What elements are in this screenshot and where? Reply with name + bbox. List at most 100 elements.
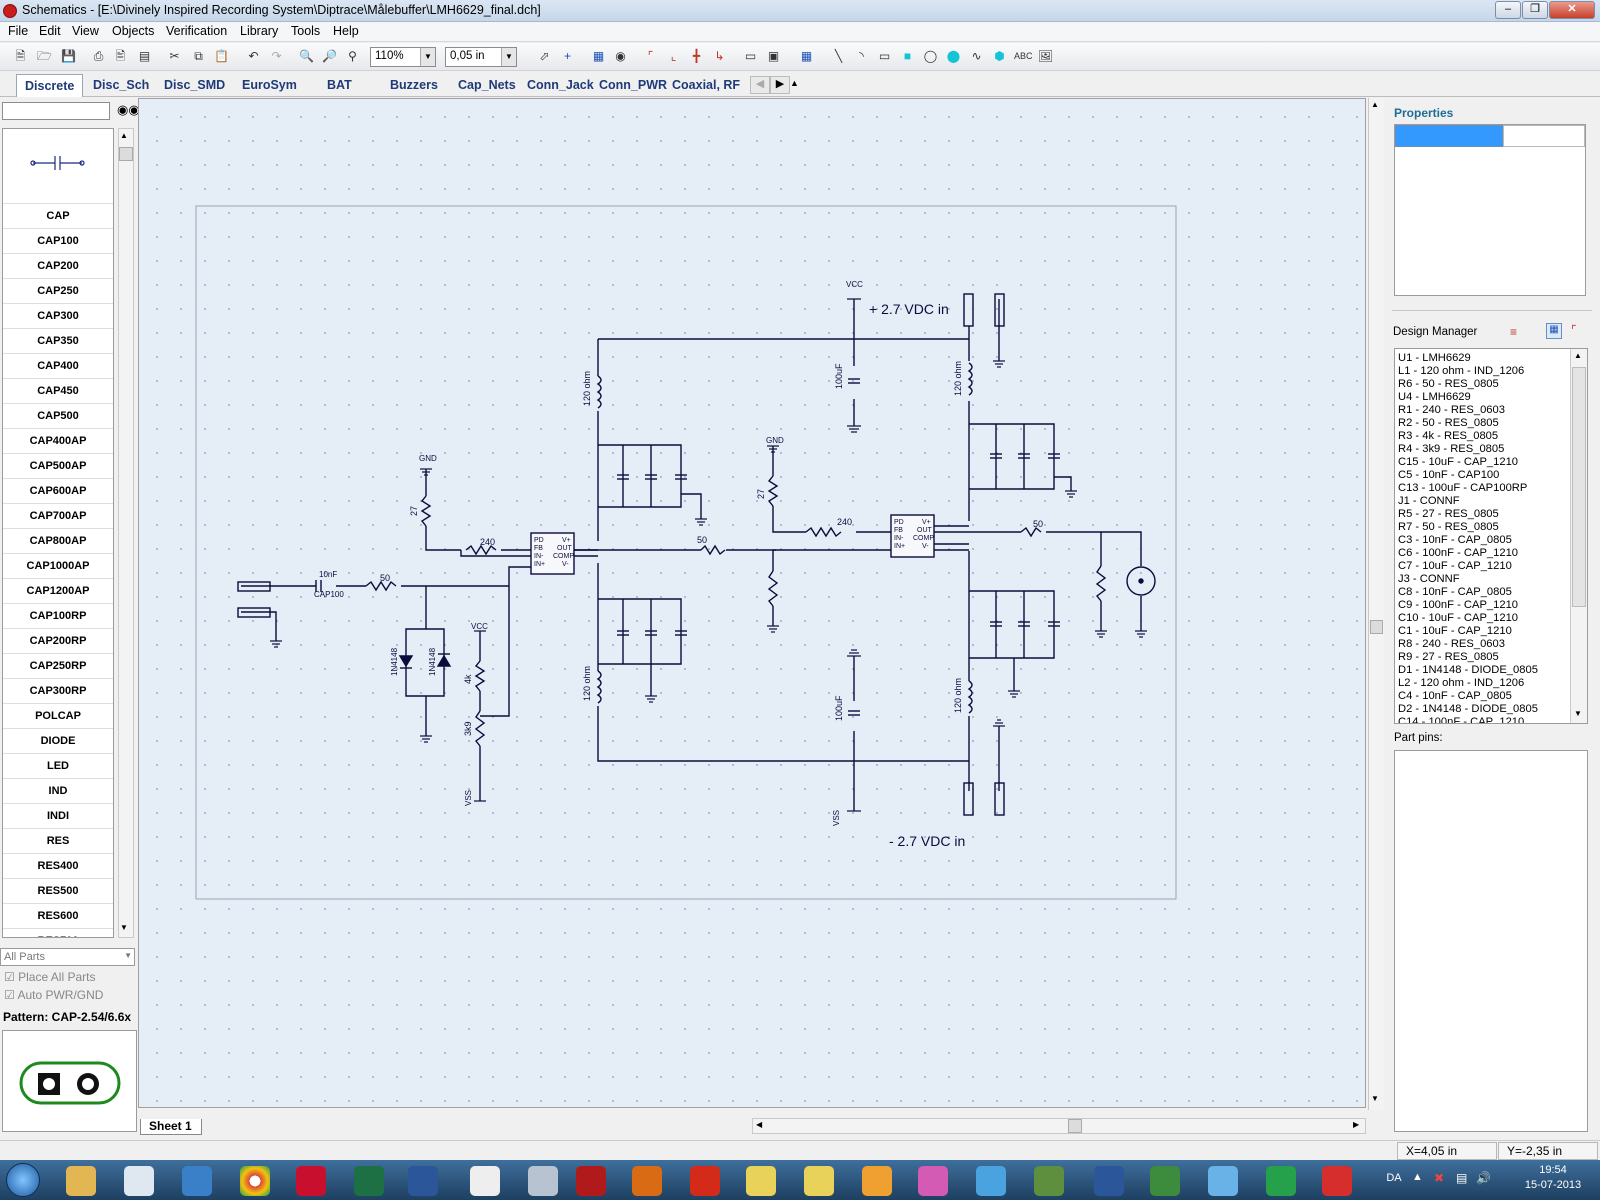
menu-library[interactable]: Library — [240, 24, 279, 38]
design-item[interactable]: R9 - 27 - RES_0805 — [1398, 651, 1499, 663]
zoom-out-icon[interactable]: 🔎 — [322, 49, 337, 63]
design-item[interactable]: C3 - 10nF - CAP_0805 — [1398, 534, 1512, 546]
part-item[interactable]: CAP450 — [3, 379, 113, 404]
scroll-down-icon[interactable]: ▼ — [120, 923, 128, 932]
app-icon[interactable] — [918, 1166, 948, 1196]
document-icon[interactable] — [470, 1166, 500, 1196]
app-icon[interactable] — [3, 4, 17, 18]
lightbulb-icon[interactable] — [746, 1166, 776, 1196]
part-item[interactable]: IND — [3, 779, 113, 804]
excel-icon[interactable] — [354, 1166, 384, 1196]
explorer-icon[interactable] — [66, 1166, 96, 1196]
app-icon[interactable] — [976, 1166, 1006, 1196]
tab-disc-smd[interactable]: Disc_SMD — [164, 78, 226, 92]
part-list-scrollbar[interactable]: ▲ ▼ — [118, 128, 134, 938]
scroll-right-icon[interactable]: ▶ — [770, 76, 790, 94]
text-icon[interactable]: ABC — [1014, 51, 1033, 61]
design-item[interactable]: R4 - 3k9 - RES_0805 — [1398, 443, 1505, 455]
net-port-icon[interactable]: ╋ — [692, 49, 701, 63]
tab-coaxial-rf[interactable]: Coaxial, RF — [672, 78, 741, 92]
app-icon[interactable] — [1208, 1166, 1238, 1196]
calculator-icon[interactable] — [528, 1166, 558, 1196]
app-icon[interactable] — [1266, 1166, 1296, 1196]
cut-icon[interactable]: ✂ — [169, 49, 180, 63]
part-item[interactable]: POLCAP — [3, 704, 113, 729]
scroll-thumb[interactable] — [1068, 1119, 1082, 1133]
polygon-icon[interactable]: ⬢ — [994, 49, 1005, 63]
part-item[interactable]: CAP300RP — [3, 679, 113, 704]
scroll-thumb[interactable] — [1370, 620, 1383, 634]
tab-bat[interactable]: BAT — [327, 78, 352, 92]
menu-edit[interactable]: Edit — [39, 24, 61, 38]
part-item[interactable]: CAP250 — [3, 279, 113, 304]
tray-network-icon[interactable]: ▤ — [1456, 1171, 1468, 1185]
menu-verification[interactable]: Verification — [166, 24, 228, 38]
properties-box[interactable] — [1394, 124, 1586, 296]
arc-icon[interactable]: ◝ — [859, 49, 864, 63]
zoom-select[interactable]: 110%▼ — [370, 47, 436, 67]
design-item[interactable]: C10 - 10uF - CAP_1210 — [1398, 612, 1519, 624]
design-item[interactable]: R6 - 50 - RES_0805 — [1398, 378, 1499, 390]
restore-button[interactable]: ❐ — [1522, 1, 1548, 19]
part-item[interactable]: CAP200 — [3, 254, 113, 279]
design-item[interactable]: C6 - 100nF - CAP_1210 — [1398, 547, 1519, 559]
part-item[interactable]: CAP800AP — [3, 529, 113, 554]
design-item[interactable]: L1 - 120 ohm - IND_1206 — [1398, 365, 1525, 377]
part-item[interactable]: CAP200RP — [3, 629, 113, 654]
part-item[interactable]: INDI — [3, 804, 113, 829]
scroll-down-icon[interactable]: ▼ — [1371, 1094, 1379, 1103]
scroll-left-icon[interactable]: ◀ — [756, 1120, 763, 1129]
ltspice-icon[interactable] — [576, 1166, 606, 1196]
design-item[interactable]: R5 - 27 - RES_0805 — [1398, 508, 1499, 520]
table-icon[interactable]: ▦ — [800, 49, 813, 63]
app-icon[interactable] — [690, 1166, 720, 1196]
part-item[interactable]: DIODE — [3, 729, 113, 754]
design-item[interactable]: C13 - 100uF - CAP100RP — [1398, 482, 1528, 494]
new-file-icon[interactable]: 🗎 — [15, 49, 26, 63]
menu-file[interactable]: File — [8, 24, 29, 38]
wire-icon[interactable]: ⌜ — [647, 49, 654, 63]
part-item[interactable]: CAP100RP — [3, 604, 113, 629]
part-filter-select[interactable]: All Parts▼ — [0, 948, 135, 966]
scroll-up-icon[interactable]: ▲ — [1574, 351, 1582, 360]
line-icon[interactable]: ╲ — [834, 49, 843, 63]
canvas-vertical-scrollbar[interactable]: ▲ ▼ — [1368, 98, 1384, 1110]
component-view-icon[interactable]: ▦ — [1546, 323, 1562, 339]
design-item[interactable]: C7 - 10uF - CAP_1210 — [1398, 560, 1512, 572]
part-item[interactable]: CAP600AP — [3, 479, 113, 504]
part-item[interactable]: CAP350 — [3, 329, 113, 354]
bus-icon[interactable]: ⌞ — [670, 49, 677, 63]
rectangle-icon[interactable]: ▭ — [878, 49, 891, 63]
ellipse-icon[interactable]: ◯ — [923, 49, 938, 63]
tab-discrete[interactable]: Discrete — [16, 74, 84, 97]
design-item[interactable]: D2 - 1N4148 - DIODE_0805 — [1398, 703, 1538, 715]
copy-icon[interactable]: ⧉ — [194, 49, 203, 63]
properties-value-cell[interactable] — [1503, 125, 1585, 147]
thunderbird-icon[interactable] — [182, 1166, 212, 1196]
grid-select[interactable]: 0,05 in▼ — [445, 47, 517, 67]
collapse-icon[interactable]: ▲ — [790, 78, 799, 88]
tab-disc-sch[interactable]: Disc_Sch — [93, 78, 150, 92]
design-item[interactable]: C8 - 10nF - CAP_0805 — [1398, 586, 1512, 598]
design-item[interactable]: C15 - 10uF - CAP_1210 — [1398, 456, 1519, 468]
binoculars-icon[interactable]: ◉◉ — [117, 102, 140, 117]
design-list-scrollbar[interactable]: ▲ ▼ — [1570, 349, 1587, 723]
design-item[interactable]: L2 - 120 ohm - IND_1206 — [1398, 677, 1525, 689]
export-icon[interactable]: ▤ — [138, 49, 151, 63]
find-icon[interactable]: ◉ — [615, 49, 626, 63]
properties-selected-cell[interactable] — [1395, 125, 1503, 147]
redo-icon[interactable]: ↷ — [271, 49, 282, 63]
scroll-thumb[interactable] — [1572, 367, 1586, 607]
part-item[interactable]: RES400 — [3, 854, 113, 879]
part-item[interactable]: CAP1200AP — [3, 579, 113, 604]
undo-icon[interactable]: ↶ — [248, 49, 259, 63]
design-item[interactable]: J1 - CONNF — [1398, 495, 1460, 507]
chip-icon[interactable]: ▣ — [767, 49, 780, 63]
part-item[interactable]: CAP500AP — [3, 454, 113, 479]
tray-arrow-icon[interactable]: ▲ — [1412, 1171, 1423, 1183]
canvas-horizontal-scrollbar[interactable]: ◀ ▶ — [752, 1118, 1366, 1134]
design-item[interactable]: C5 - 10nF - CAP100 — [1398, 469, 1500, 481]
scroll-right-icon[interactable]: ▶ — [1353, 1120, 1360, 1129]
media-player-icon[interactable] — [124, 1166, 154, 1196]
